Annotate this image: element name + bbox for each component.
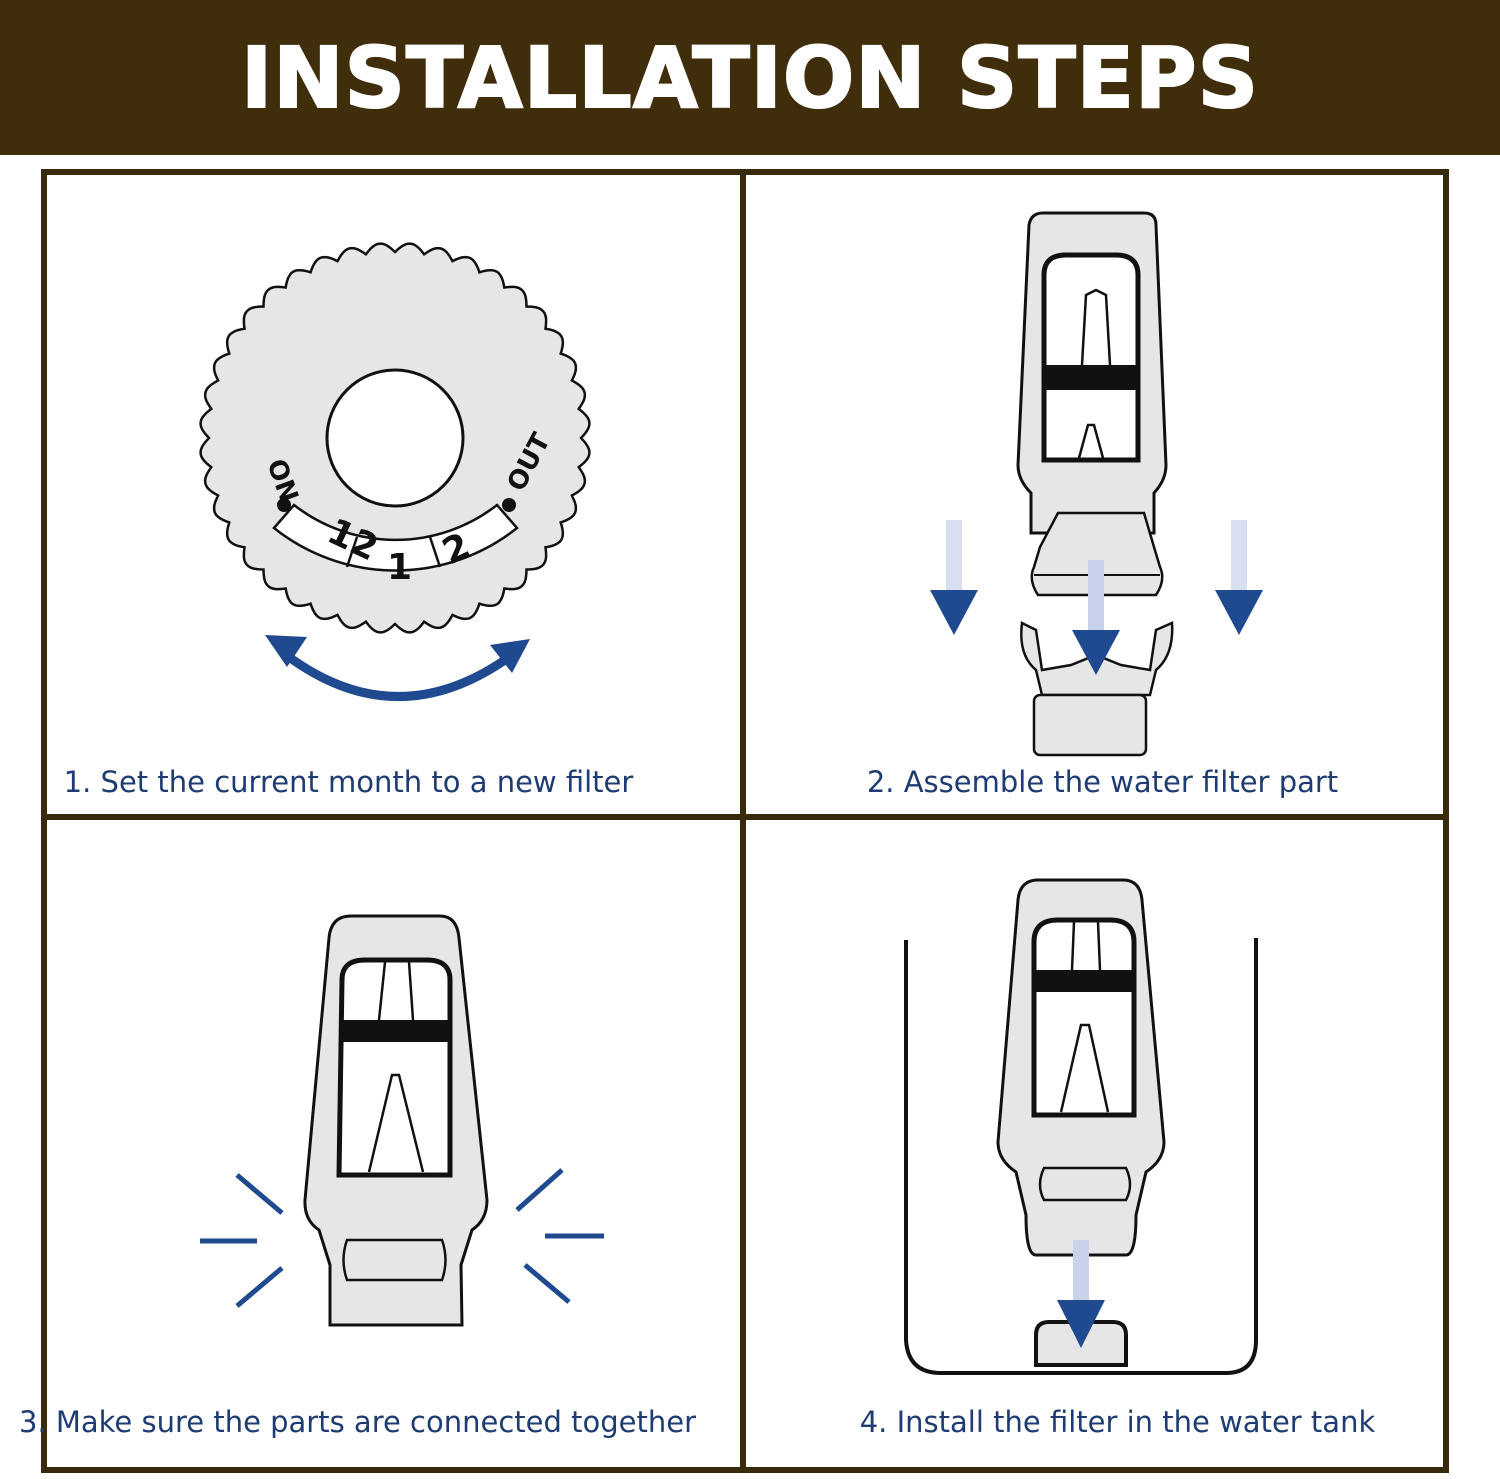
month-1: 1 <box>387 547 412 588</box>
step-3-caption: 3. Make sure the parts are connected tog… <box>18 1405 696 1439</box>
rotate-arrow-right <box>490 639 530 673</box>
down-arrow-right <box>1215 590 1263 635</box>
filter-unit-window <box>1031 917 1137 1118</box>
rotate-arrow-left <box>265 635 307 667</box>
water-tank <box>904 938 1258 1375</box>
connected-parts-illustration <box>200 914 604 1327</box>
install-in-tank-illustration <box>904 878 1258 1375</box>
month-dial-illustration: ON OUT 12 1 2 <box>199 242 591 701</box>
assembled-window <box>336 957 453 1178</box>
insert-arrow <box>1057 1300 1105 1348</box>
step-4-panel: 4. Install the filter in the water tank <box>746 820 1443 1467</box>
page-title: INSTALLATION STEPS <box>240 28 1260 128</box>
step-4-caption: 4. Install the filter in the water tank <box>859 1405 1376 1439</box>
dial-center-hole <box>325 368 465 508</box>
on-dot <box>277 498 291 512</box>
window-band <box>1046 365 1136 390</box>
out-dot <box>502 498 516 512</box>
rotate-arc <box>278 647 515 701</box>
step-2-panel: 2. Assemble the water filter part <box>746 175 1443 814</box>
step-1-caption: 1. Set the current month to a new filter <box>63 765 634 799</box>
step-3-panel: 3. Make sure the parts are connected tog… <box>19 820 740 1467</box>
connection-burst-left <box>200 1173 284 1308</box>
down-arrow-left <box>930 590 978 635</box>
header-banner: INSTALLATION STEPS <box>0 0 1500 155</box>
step-2-caption: 2. Assemble the water filter part <box>866 765 1339 799</box>
filter-assembly-illustration <box>930 211 1263 757</box>
down-arrow-center <box>1072 630 1120 675</box>
connection-burst-right <box>515 1168 604 1304</box>
step-1-panel: ON OUT 12 1 2 1. Set the current month t… <box>47 175 740 814</box>
